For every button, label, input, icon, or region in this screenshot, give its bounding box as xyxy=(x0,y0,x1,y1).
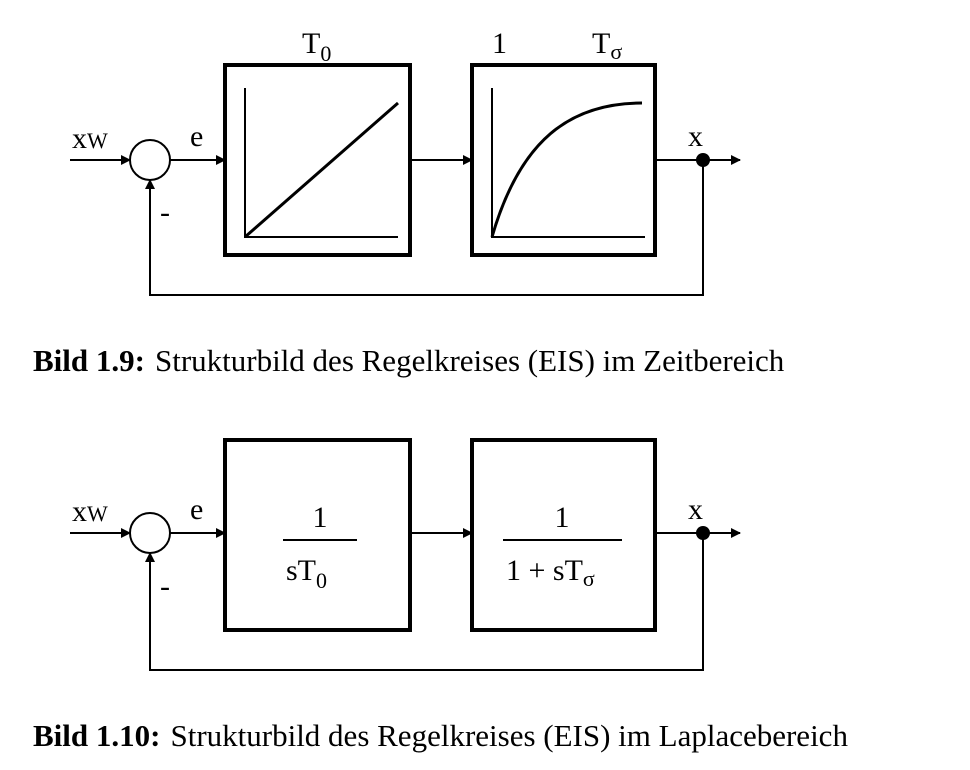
pt1-curve xyxy=(490,101,643,238)
error-label: e xyxy=(190,120,203,153)
label-T0: T0 xyxy=(302,27,331,66)
label-one: 1 xyxy=(492,27,507,60)
summing-junction-2 xyxy=(129,512,171,554)
input-label-2: xW xyxy=(72,495,108,528)
feedback-line xyxy=(145,160,704,296)
block2-numerator: 1 xyxy=(555,501,570,534)
feedback-sign-2: - xyxy=(160,570,170,603)
error-label-2: e xyxy=(190,493,203,526)
output-label-2: x xyxy=(688,493,703,526)
block2-denominator: 1 + sTσ xyxy=(506,554,595,591)
block1-denominator: sT0 xyxy=(286,554,327,593)
integrator-block xyxy=(223,63,412,257)
caption-2: Bild 1.10:Strukturbild des Regelkreises … xyxy=(33,718,848,753)
summing-junction xyxy=(129,139,171,181)
caption-1: Bild 1.9:Strukturbild des Regelkreises (… xyxy=(33,343,785,378)
output-label: x xyxy=(688,120,703,153)
integrator-block-2 xyxy=(223,438,412,632)
diagram-laplace-domain: 1 sT0 1 1 + sTσ xW e x - Bild 1.10:Struk… xyxy=(33,438,848,753)
pt1-block xyxy=(470,63,657,257)
block1-numerator: 1 xyxy=(313,501,328,534)
input-label: xW xyxy=(72,122,108,155)
label-Tsigma: Tσ xyxy=(592,27,622,64)
feedback-line-2 xyxy=(145,533,704,671)
feedback-sign: - xyxy=(160,196,170,229)
diagram-time-domain: T0 1 Tσ xW e x - Bild 1.9:Strukturbild d… xyxy=(33,27,785,378)
pt1-block-2 xyxy=(470,438,657,632)
integrator-ramp xyxy=(244,101,399,239)
